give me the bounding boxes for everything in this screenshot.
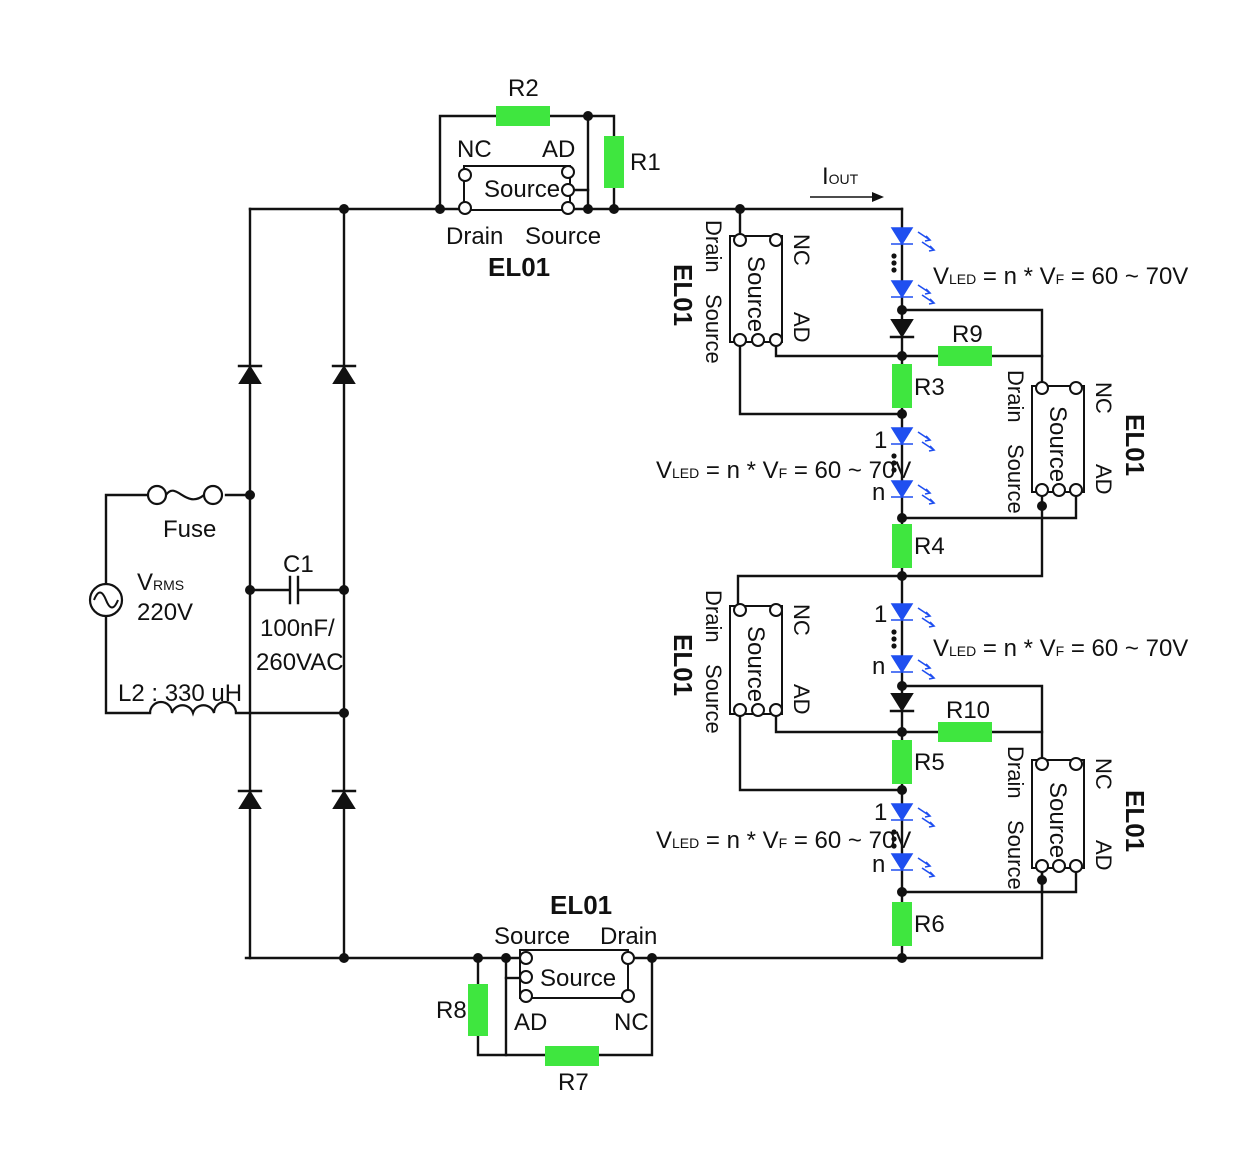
el01-b — [1031, 381, 1085, 497]
inductor-icon — [148, 700, 238, 717]
c1-value-2: 260VAC — [256, 649, 344, 676]
el01-bottom — [519, 949, 635, 1003]
el01-bottom-ad: AD — [514, 1009, 547, 1036]
r6-label: R6 — [914, 911, 945, 938]
led-last-3: n — [872, 653, 885, 680]
el01-c-nc: NC — [789, 604, 814, 636]
el01-a-name: EL01 — [668, 264, 698, 326]
r9-label: R9 — [952, 321, 983, 348]
vled-formula-4: VLED = n * VF = 60 ~ 70V — [656, 827, 911, 854]
el01-c-name: EL01 — [668, 634, 698, 696]
el01-a-center: Source — [742, 256, 769, 332]
el01-b-name: EL01 — [1120, 414, 1150, 476]
resistor-r4 — [892, 524, 912, 568]
el01-a-source: Source — [701, 294, 726, 364]
el01-top-nc: NC — [457, 136, 492, 163]
r10-label: R10 — [946, 697, 990, 724]
el01-b-ad: AD — [1091, 464, 1116, 495]
el01-top-center: Source — [484, 176, 560, 203]
el01-b-source: Source — [1003, 444, 1028, 514]
el01-d-center: Source — [1044, 782, 1071, 858]
ac-source — [88, 582, 124, 618]
led-last-4: n — [872, 851, 885, 878]
iout-arrow-icon — [810, 192, 884, 202]
r2-label: R2 — [508, 75, 539, 102]
el01-c-drain: Drain — [701, 590, 726, 643]
el01-b-drain: Drain — [1003, 370, 1028, 423]
el01-bottom-drain: Drain — [600, 923, 657, 950]
el01-a — [729, 233, 783, 347]
inductor-label: L2 : 330 uH — [118, 680, 242, 707]
led-first-4: 1 — [874, 799, 887, 826]
resistor-r2 — [496, 106, 550, 126]
r7-label: R7 — [558, 1069, 589, 1096]
el01-d-ad: AD — [1091, 840, 1116, 871]
el01-top-name: EL01 — [488, 252, 550, 282]
el01-bottom-nc: NC — [614, 1009, 649, 1036]
vled-formula-1: VLED = n * VF = 60 ~ 70V — [933, 263, 1188, 290]
el01-d — [1031, 757, 1085, 873]
el01-c-ad: AD — [789, 684, 814, 715]
resistor-r7 — [545, 1046, 599, 1066]
iout-label: IOUT — [822, 163, 859, 190]
led-last-2: n — [872, 479, 885, 506]
r5-label: R5 — [914, 749, 945, 776]
el01-a-nc: NC — [789, 234, 814, 266]
el01-c-source: Source — [701, 664, 726, 734]
r4-label: R4 — [914, 533, 945, 560]
resistor-r3 — [892, 364, 912, 408]
el01-top — [458, 165, 575, 215]
r8-label: R8 — [436, 997, 467, 1024]
fuse-icon — [146, 484, 224, 506]
el01-a-ad: AD — [789, 312, 814, 343]
el01-c-center: Source — [742, 626, 769, 702]
c1-value-1: 100nF/ — [260, 615, 335, 642]
junction-dots — [245, 111, 1047, 963]
fuse-label: Fuse — [163, 516, 216, 543]
capacitor-c1 — [288, 575, 300, 605]
el01-d-nc: NC — [1091, 758, 1116, 790]
resistor-r6 — [892, 902, 912, 946]
r3-label: R3 — [914, 374, 945, 401]
el01-bottom-name: EL01 — [550, 890, 612, 920]
resistor-r8 — [468, 984, 488, 1036]
resistor-r1 — [604, 136, 624, 188]
vrms-value: 220V — [137, 599, 193, 626]
bridge-diodes — [237, 364, 357, 809]
string-diodes — [889, 319, 915, 713]
el01-b-center: Source — [1044, 406, 1071, 482]
led-first-2: 1 — [874, 427, 887, 454]
el01-d-name: EL01 — [1120, 790, 1150, 852]
el01-top-drain: Drain — [446, 223, 503, 250]
c1-label: C1 — [283, 551, 314, 578]
el01-c — [729, 603, 783, 717]
el01-top-source: Source — [525, 223, 601, 250]
el01-bottom-center: Source — [540, 965, 616, 992]
vled-formula-2: VLED = n * VF = 60 ~ 70V — [656, 457, 911, 484]
vrms-label: VRMS — [137, 569, 184, 596]
r1-label: R1 — [630, 149, 661, 176]
led-strings — [890, 227, 936, 878]
resistor-r9 — [938, 346, 992, 366]
resistors — [468, 106, 992, 1066]
resistor-r10 — [938, 722, 992, 742]
vled-formula-3: VLED = n * VF = 60 ~ 70V — [933, 635, 1188, 662]
led-first-3: 1 — [874, 601, 887, 628]
el01-bottom-source: Source — [494, 923, 570, 950]
el01-d-drain: Drain — [1003, 746, 1028, 799]
resistor-r5 — [892, 740, 912, 784]
el01-a-drain: Drain — [701, 220, 726, 273]
el01-top-ad: AD — [542, 136, 575, 163]
el01-d-source: Source — [1003, 820, 1028, 890]
el01-b-nc: NC — [1091, 382, 1116, 414]
